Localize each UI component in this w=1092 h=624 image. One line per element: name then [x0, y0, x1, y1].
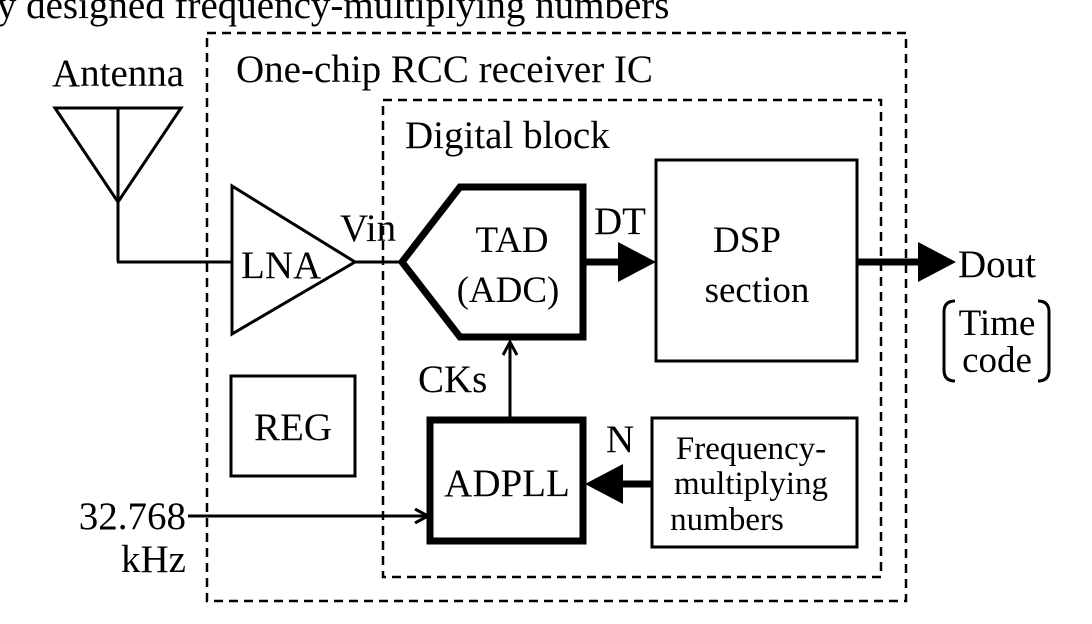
dt-arrow-icon — [618, 242, 656, 282]
time-label: Time — [959, 303, 1036, 344]
time-code-left-bracket — [942, 299, 956, 383]
time-code-right-bracket — [1037, 299, 1051, 383]
clock-freq-label: 32.768 — [79, 495, 186, 538]
freq-label-line2: multiplying — [674, 466, 828, 502]
antenna-label: Antenna — [52, 52, 184, 95]
adpll-block — [426, 416, 587, 545]
cks-label: CKs — [418, 358, 487, 401]
dsp-label-line1: DSP — [713, 220, 781, 261]
dt-label: DT — [594, 200, 646, 243]
ic-boundary — [205, 31, 908, 603]
digital-block-boundary — [381, 98, 883, 579]
antenna-icon — [52, 106, 184, 262]
dout-label: Dout — [958, 243, 1036, 286]
lna-block — [230, 183, 358, 337]
vin-label: Vin — [340, 207, 396, 250]
dout-arrow-icon — [918, 242, 956, 282]
freq-label-line3: numbers — [670, 502, 784, 538]
n-label: N — [606, 418, 634, 461]
reg-block — [229, 374, 357, 478]
lna-label: LNA — [241, 244, 321, 287]
n-arrow-icon — [585, 464, 623, 504]
dsp-label-line2: section — [705, 270, 810, 311]
top-cropped-text: ly designed frequency-multiplying number… — [0, 0, 669, 27]
tad-label-line1: TAD — [475, 220, 548, 261]
adpll-label: ADPLL — [444, 462, 570, 505]
clock-unit-label: kHz — [121, 538, 186, 581]
digital-block-label: Digital block — [405, 114, 610, 157]
freq-label-line1: Frequency- — [676, 431, 826, 467]
code-label: code — [962, 340, 1032, 381]
tad-label-line2: (ADC) — [457, 270, 560, 311]
tad-adc-block — [397, 183, 587, 341]
ic-title: One-chip RCC receiver IC — [236, 48, 653, 91]
reg-label: REG — [254, 406, 332, 449]
